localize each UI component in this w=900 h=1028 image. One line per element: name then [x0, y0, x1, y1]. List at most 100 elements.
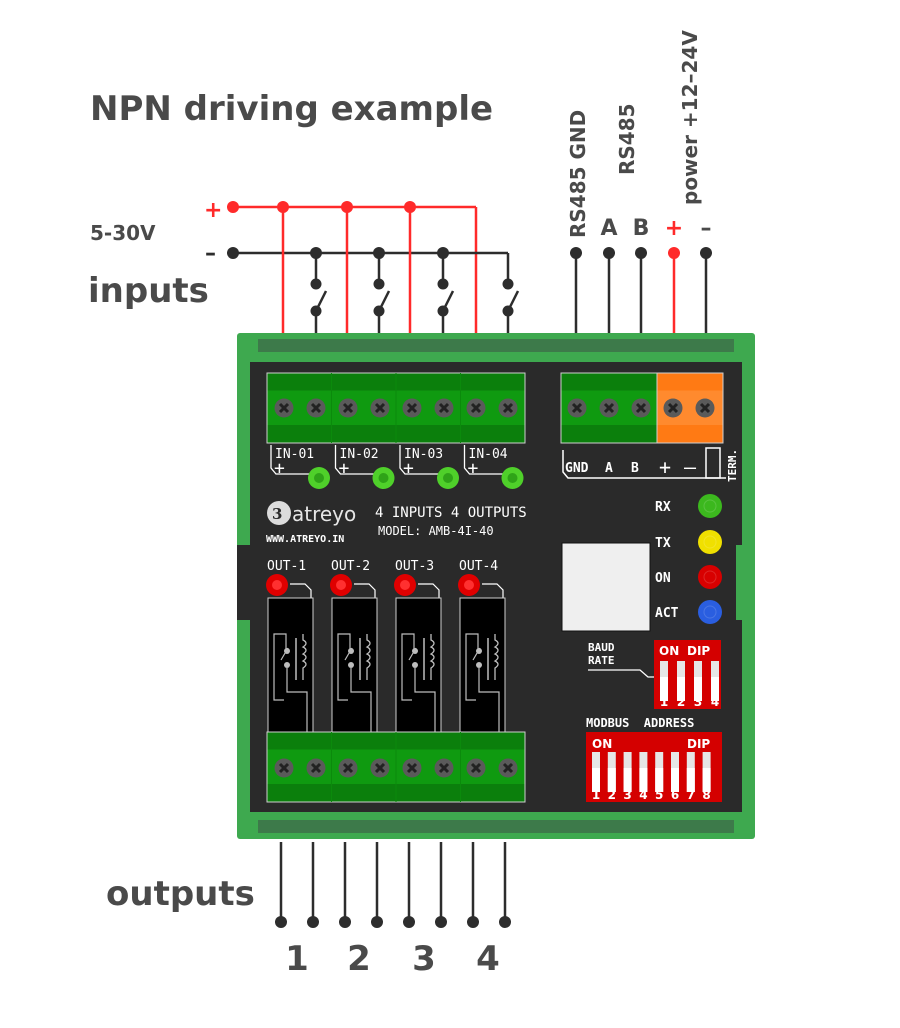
termination-jumper[interactable]: [705, 447, 721, 479]
dip-switch-lever[interactable]: [655, 768, 664, 792]
modbus-dip-label: DIP: [687, 737, 710, 751]
output-status-led-core: [400, 580, 410, 590]
dip-switch-number: 1: [660, 695, 668, 709]
baud-leader-line: [588, 669, 655, 678]
screw-slot: [635, 402, 647, 414]
output-status-led-core: [464, 580, 474, 590]
relay-coil-icon: [365, 634, 371, 680]
baud-dip-label: DIP: [687, 644, 710, 658]
outputs-label: outputs: [106, 874, 255, 914]
output-number-1: 1: [285, 939, 309, 979]
output-node: [307, 916, 319, 928]
comm-label-outline: [562, 450, 726, 479]
output-label-4: OUT-4: [459, 559, 498, 574]
relay-switch-arm: [344, 647, 353, 661]
dip-switch-number: 6: [671, 788, 679, 802]
term-label-minus: –: [684, 455, 697, 479]
dip-switch-lever[interactable]: [607, 768, 616, 792]
negative-rail-node: [227, 247, 239, 259]
output-number-2: 2: [347, 939, 371, 979]
input-label-outline: [463, 445, 505, 475]
dip-switch-number: 3: [623, 788, 631, 802]
dip-switch-lever[interactable]: [639, 768, 648, 792]
screw-slot: [310, 402, 322, 414]
branding: 3 atreyo WWW.ATREYO.IN 4 INPUTS 4 OUTPUT…: [266, 501, 527, 545]
screw-slot: [342, 402, 354, 414]
output-number-3: 3: [412, 939, 436, 979]
switch-contact-top: [373, 278, 385, 290]
terminal-node: [700, 247, 712, 259]
status-led-core: [703, 605, 717, 619]
relay-trace: [418, 583, 440, 598]
input-label-outline: [334, 445, 376, 475]
input-polarity-plus: +: [403, 458, 414, 479]
modbus-label: MODBUS ADDRESS: [586, 716, 694, 730]
input-label-outline: [270, 445, 311, 475]
relay-coil-icon: [301, 634, 307, 680]
dip-switch-lever[interactable]: [694, 677, 702, 701]
supply-plus-label: +: [204, 198, 222, 223]
brand-logo-glyph: 3: [272, 505, 282, 523]
rs485-terminal-body-top-band: [561, 373, 658, 391]
dip-switch-lever[interactable]: [677, 677, 685, 701]
dip-switch-lever[interactable]: [711, 677, 719, 701]
dip-switch-lever[interactable]: [702, 768, 711, 792]
dip-switch-lever[interactable]: [592, 768, 600, 792]
screw-slot: [470, 402, 482, 414]
screw-slot: [502, 402, 514, 414]
output-node: [499, 916, 511, 928]
dip-switch-number: 4: [639, 788, 647, 802]
screw-slot: [406, 762, 418, 774]
screw-slot: [571, 402, 583, 414]
dip-switch-number: 5: [655, 788, 663, 802]
term-label-a: A: [605, 461, 613, 476]
relay-contact: [348, 662, 354, 668]
output-label-3: OUT-3: [395, 559, 434, 574]
input-wiring: [227, 201, 520, 338]
term-label-gnd: GND: [565, 461, 589, 476]
input-polarity-plus: +: [274, 458, 285, 479]
relay-contact: [284, 662, 290, 668]
switch-contact-top: [310, 278, 322, 290]
dip-switch-lever[interactable]: [660, 677, 668, 701]
input-terminal-block: [266, 372, 526, 444]
output-label-2: OUT-2: [331, 559, 370, 574]
dip-switch-lever[interactable]: [686, 768, 695, 792]
baud-label-1: BAUD: [588, 641, 615, 654]
input-label-1: IN-01: [275, 447, 314, 462]
input-labels: IN-01+IN-02+IN-03+IN-04+: [270, 445, 524, 489]
relay-trace: [290, 583, 312, 598]
positive-rail-node: [227, 201, 239, 213]
comm-terminal-labels: GND A B + – TERM.: [562, 447, 739, 482]
relay-contact: [412, 662, 418, 668]
dip-switch-number: 2: [677, 695, 685, 709]
inputs-label: inputs: [88, 271, 209, 311]
relay-contact-trace: [286, 668, 308, 732]
status-led-core: [703, 535, 717, 549]
modbus-dip-on: ON: [592, 737, 612, 751]
dip-switch-lever[interactable]: [623, 768, 632, 792]
rs485-gnd-label: RS485 GND: [566, 110, 590, 238]
output-node: [275, 916, 287, 928]
junction-node: [437, 247, 449, 259]
output-status-led-core: [336, 580, 346, 590]
pin-label: +: [665, 216, 683, 241]
dip-switch-number: 1: [592, 788, 600, 802]
dip-switch-lever[interactable]: [671, 768, 679, 792]
status-led-label-rx: RX: [655, 500, 671, 515]
output-number-4: 4: [476, 939, 500, 979]
output-wiring: [275, 842, 511, 928]
relay-contact-trace: [414, 668, 436, 732]
terminal-node: [668, 247, 680, 259]
baud-label-2: RATE: [588, 654, 615, 667]
power-terminal-body-bottom-band: [657, 425, 723, 443]
screw-slot: [667, 402, 679, 414]
status-led-core: [703, 499, 717, 513]
input-label-4: IN-04: [469, 447, 508, 462]
status-led-label-tx: TX: [655, 536, 671, 551]
input-polarity-plus: +: [339, 458, 350, 479]
supply-voltage-label: 5-30V: [90, 221, 156, 245]
